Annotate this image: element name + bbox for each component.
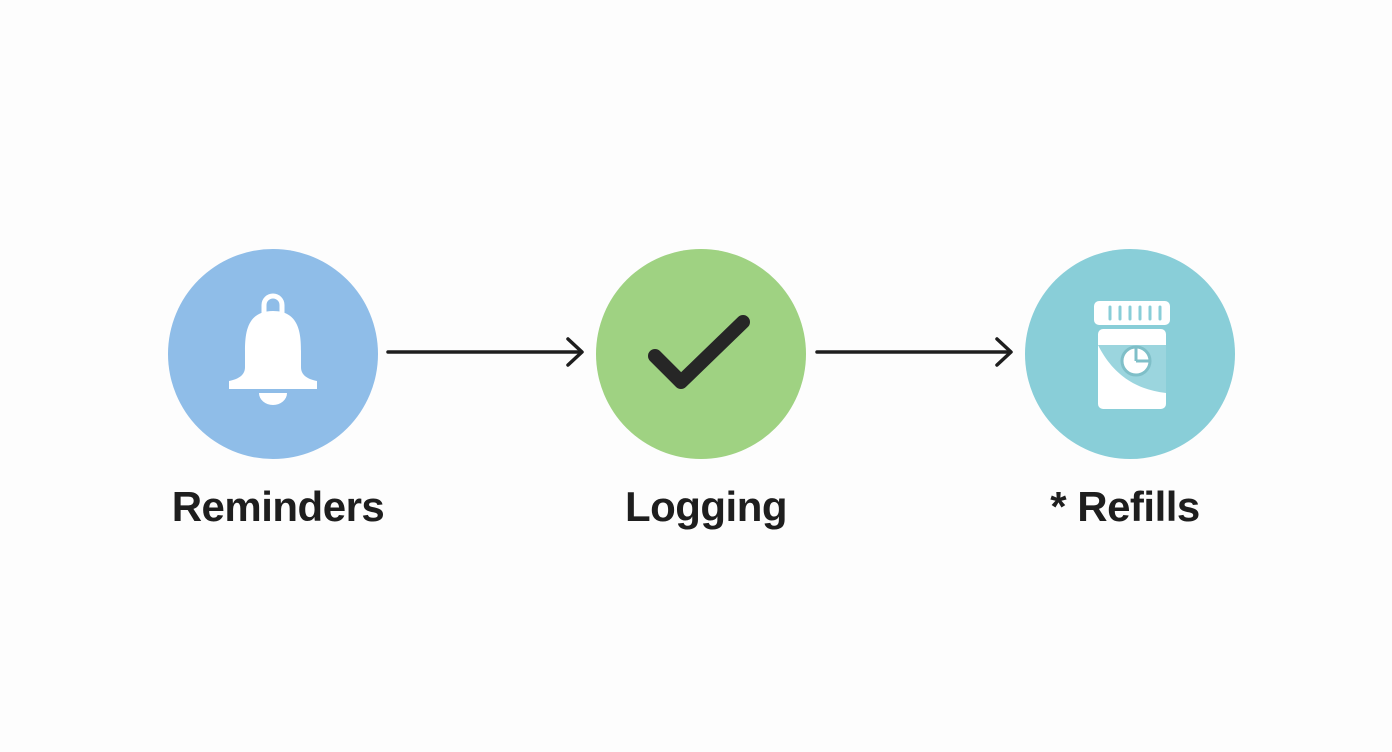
arrow-2 [815,337,1013,367]
reminders-circle [168,249,378,459]
checkmark-icon [648,315,750,389]
refills-circle [1025,249,1235,459]
step-label-reminders: Reminders [171,483,385,530]
bell-icon [229,293,317,405]
pill-bottle-icon [1094,301,1170,409]
logging-circle [596,249,806,459]
arrow-1 [386,337,584,367]
step-label-refills: * Refills [1050,483,1200,530]
step-label-logging: Logging [624,483,788,530]
